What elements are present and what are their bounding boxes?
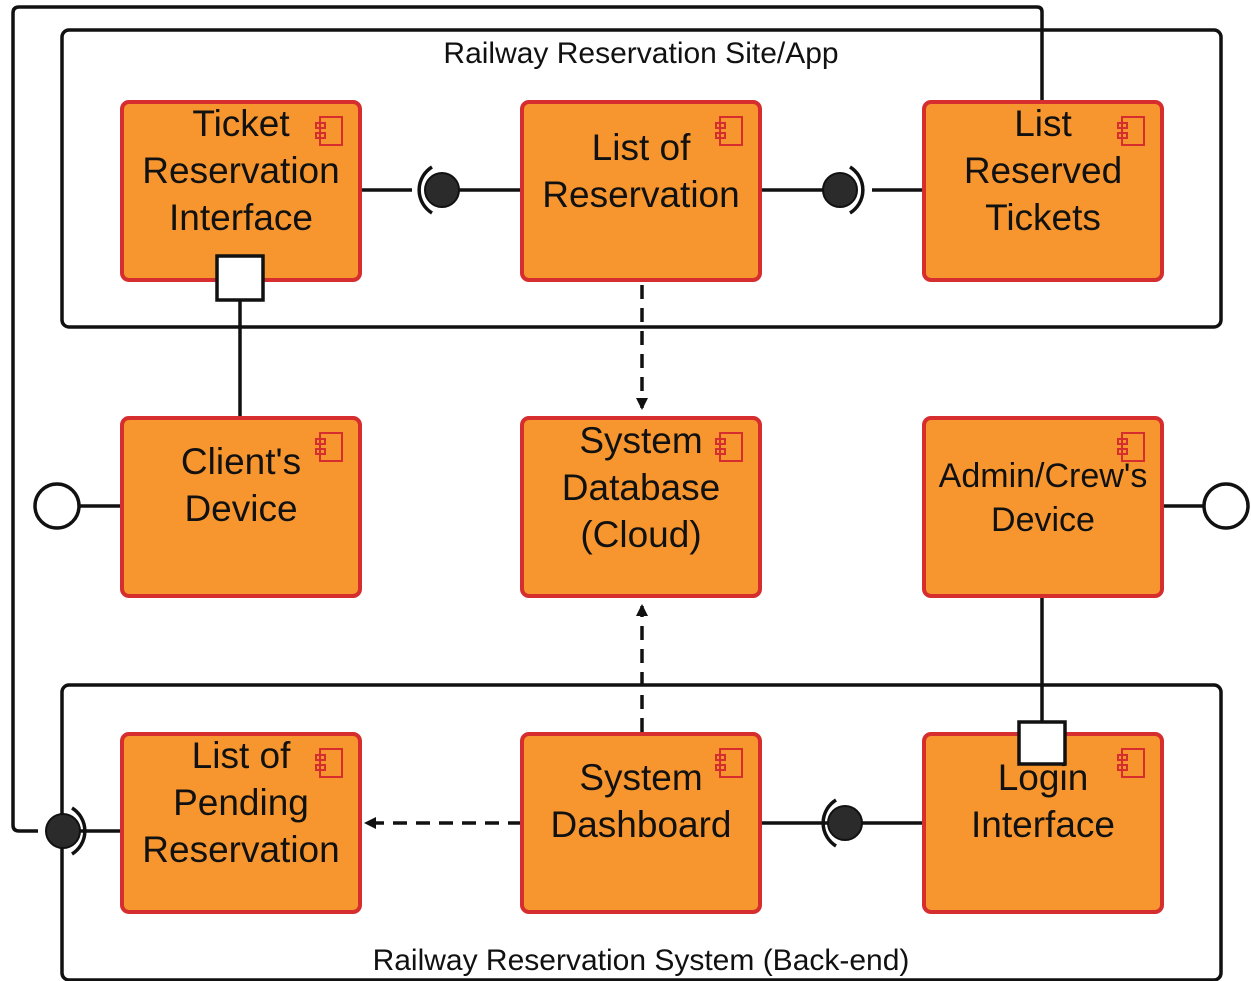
component-label-line: (Cloud) (580, 514, 701, 555)
component-label-line: System (579, 757, 702, 798)
component-list-of-reservation[interactable]: List of Reservation (520, 100, 762, 282)
component-box (520, 416, 762, 598)
component-icon (1117, 116, 1145, 146)
component-label-line: List (1014, 103, 1072, 144)
component-box (120, 732, 362, 914)
component-label-line: Pending (173, 782, 309, 823)
component-icon (315, 116, 343, 146)
component-label-line: Ticket (192, 103, 290, 144)
wrap-around-connector (11, 5, 1044, 833)
component-label-line: Reservation (142, 829, 339, 870)
ball-icon (424, 172, 460, 208)
backend-package-title: Railway Reservation System (Back-end) (373, 944, 910, 977)
ball-icon (45, 813, 81, 849)
component-icon (315, 748, 343, 778)
frontend-package-title: Railway Reservation Site/App (443, 37, 838, 70)
component-label: List of Reservation (542, 127, 739, 215)
port-square-icon (1017, 720, 1067, 766)
frontend-package: Railway Reservation Site/App (60, 28, 1223, 329)
component-label-line: System (579, 420, 702, 461)
port-square-icon (215, 254, 265, 302)
ball-icon (827, 805, 863, 841)
provided-interface-icon (1202, 482, 1250, 530)
component-icon (1117, 748, 1145, 778)
component-icon (1117, 432, 1145, 462)
component-box (520, 100, 762, 282)
socket-icon (417, 165, 433, 215)
component-label-line: Interface (169, 197, 313, 238)
socket-icon (849, 165, 865, 215)
component-label-line: Device (991, 501, 1095, 539)
component-label-line: Reservation (142, 150, 339, 191)
component-box (520, 732, 762, 914)
component-label-line: Reserved (964, 150, 1122, 191)
component-label-line: Reservation (542, 174, 739, 215)
component-box (922, 416, 1164, 598)
component-label-line: List of (192, 735, 291, 776)
component-box (922, 100, 1164, 282)
component-icon (715, 116, 743, 146)
component-label-line: Interface (971, 804, 1115, 845)
component-label-line: Database (562, 467, 720, 508)
component-label-line: Client's (181, 441, 301, 482)
component-label-line: Device (184, 488, 297, 529)
component-icon (315, 432, 343, 462)
component-label-line: Tickets (985, 197, 1101, 238)
component-label-line: List of (592, 127, 691, 168)
component-box (120, 416, 362, 598)
component-icon (715, 748, 743, 778)
socket-icon (821, 798, 837, 848)
ball-icon (822, 172, 858, 208)
component-icon (715, 432, 743, 462)
component-label-line: Admin/Crew's (939, 457, 1148, 495)
frontend-package-frame (60, 28, 1223, 329)
provided-interface-icon (33, 482, 81, 530)
socket-icon (71, 806, 87, 856)
component-label-line: Dashboard (550, 804, 731, 845)
